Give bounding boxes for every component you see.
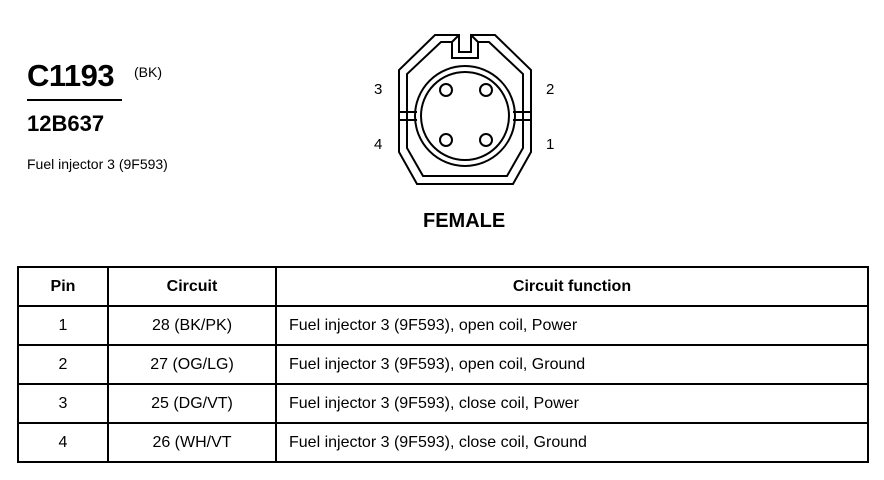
pin-socket-2 (479, 83, 493, 97)
connector-gender-label: FEMALE (423, 210, 506, 232)
cell-function: Fuel injector 3 (9F593), open coil, Powe… (275, 305, 869, 346)
table-row: 2 27 (OG/LG) Fuel injector 3 (9F593), op… (17, 344, 869, 385)
cell-function: Fuel injector 3 (9F593), close coil, Pow… (275, 383, 869, 424)
pin-socket-4 (439, 133, 453, 147)
connector-color: (BK) (134, 64, 162, 80)
table-row: 3 25 (DG/VT) Fuel injector 3 (9F593), cl… (17, 383, 869, 424)
component-description: Fuel injector 3 (9F593) (27, 156, 168, 172)
pin-label-4: 4 (374, 136, 383, 153)
connector-housing-inner (406, 41, 524, 177)
pin-label-2: 2 (546, 81, 555, 98)
pin-socket-3 (439, 83, 453, 97)
table-row: 1 28 (BK/PK) Fuel injector 3 (9F593), op… (17, 305, 869, 346)
latch-slot-left (451, 34, 460, 43)
part-number: 12B637 (27, 111, 105, 136)
pin-label-1: 1 (546, 136, 555, 153)
connector-id: C1193 (27, 58, 115, 93)
cell-pin: 2 (17, 344, 109, 385)
pin-socket-1 (479, 133, 493, 147)
cell-function: Fuel injector 3 (9F593), open coil, Grou… (275, 344, 869, 385)
pin-circuit-table: Pin Circuit Circuit function 1 28 (BK/PK… (17, 266, 869, 463)
header-circuit-function: Circuit function (275, 266, 869, 307)
title-divider (27, 99, 122, 101)
cell-circuit: 26 (WH/VT (107, 422, 277, 463)
cell-circuit: 25 (DG/VT) (107, 383, 277, 424)
latch-slot-right (470, 34, 479, 43)
table-row: 4 26 (WH/VT Fuel injector 3 (9F593), clo… (17, 422, 869, 463)
cell-pin: 3 (17, 383, 109, 424)
cell-pin: 1 (17, 305, 109, 346)
header-pin: Pin (17, 266, 109, 307)
pin-label-3: 3 (374, 81, 383, 98)
header-circuit: Circuit (107, 266, 277, 307)
cell-function: Fuel injector 3 (9F593), close coil, Gro… (275, 422, 869, 463)
cell-pin: 4 (17, 422, 109, 463)
table-header-row: Pin Circuit Circuit function (17, 266, 869, 307)
cell-circuit: 28 (BK/PK) (107, 305, 277, 346)
connector-housing-outer (398, 34, 532, 185)
pin-insert-inner-ring (420, 71, 510, 161)
pin-insert-outer-ring (414, 65, 516, 167)
cell-circuit: 27 (OG/LG) (107, 344, 277, 385)
connector-face-diagram (398, 34, 532, 185)
